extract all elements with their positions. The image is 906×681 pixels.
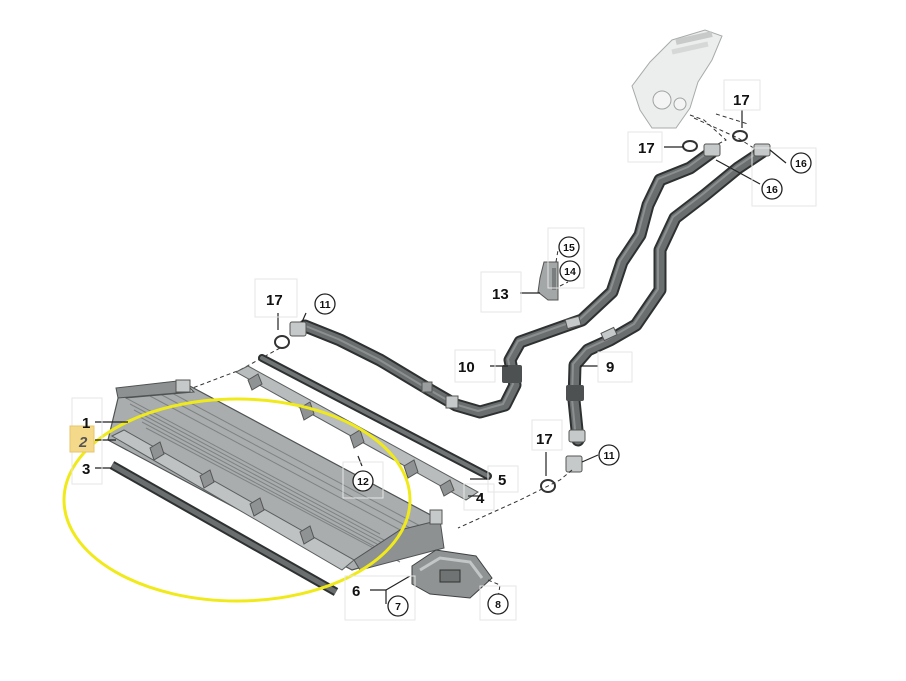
label-8: 8: [495, 599, 501, 611]
label-14: 14: [564, 266, 576, 278]
leader-lines: [95, 110, 787, 604]
assembly-line: [693, 117, 761, 153]
highlight-ellipse: [62, 397, 412, 603]
circle-label-14: 14: [559, 260, 581, 282]
highlight-box: [69, 425, 95, 453]
hose-9: [566, 145, 769, 447]
label-16-top: 16: [795, 158, 807, 170]
hose-end-fitting: [753, 143, 771, 157]
label-12: 12: [357, 476, 369, 488]
mounting-rail-4: [234, 365, 479, 501]
engine-connection-housing: [631, 29, 723, 129]
assembly-line: [555, 249, 559, 263]
o-ring: [732, 130, 748, 142]
o-ring: [274, 335, 290, 349]
label-17-left: 17: [266, 292, 283, 309]
o-ring: [540, 479, 556, 493]
assembly-line: [689, 114, 727, 151]
hose-end-fitting: [565, 455, 583, 473]
label-1: 1: [82, 415, 90, 432]
hose-10: [298, 145, 719, 419]
label-16-bottom: 16: [766, 184, 778, 196]
circle-label-16-bottom: 16: [761, 178, 783, 200]
label-4: 4: [476, 490, 485, 507]
circle-label-12: 12: [352, 470, 374, 492]
label-15: 15: [563, 242, 575, 254]
label-13: 13: [492, 286, 509, 303]
lower-rail-2: [110, 429, 355, 571]
assembly-line: [559, 281, 569, 287]
circle-label-7: 7: [387, 595, 409, 617]
assembly-line: [457, 469, 573, 529]
hose-end-fitting: [289, 321, 307, 337]
seal-strip-5: [258, 354, 492, 480]
hose-end-fitting: [703, 143, 721, 157]
label-17-right: 17: [536, 431, 553, 448]
o-ring: [682, 140, 698, 152]
label-11-right: 11: [603, 450, 614, 462]
circle-label-11-right: 11: [598, 444, 620, 466]
label-2: 2: [78, 434, 88, 451]
circle-label-8: 8: [487, 593, 509, 615]
label-17-topleft: 17: [638, 140, 655, 157]
label-6: 6: [352, 583, 360, 600]
label-17-top: 17: [733, 92, 750, 109]
label-3: 3: [82, 461, 90, 478]
circle-label-11-left: 11: [314, 293, 336, 315]
label-10: 10: [458, 359, 475, 376]
assembly-line: [715, 113, 749, 125]
circle-label-16-top: 16: [790, 152, 812, 174]
label-11-left: 11: [319, 299, 330, 311]
label-7: 7: [395, 601, 401, 613]
seal-strip-3: [109, 461, 339, 596]
label-5: 5: [498, 472, 506, 489]
oil-cooler-radiator: [107, 379, 445, 571]
circle-label-15: 15: [558, 236, 580, 258]
label-9: 9: [606, 359, 614, 376]
